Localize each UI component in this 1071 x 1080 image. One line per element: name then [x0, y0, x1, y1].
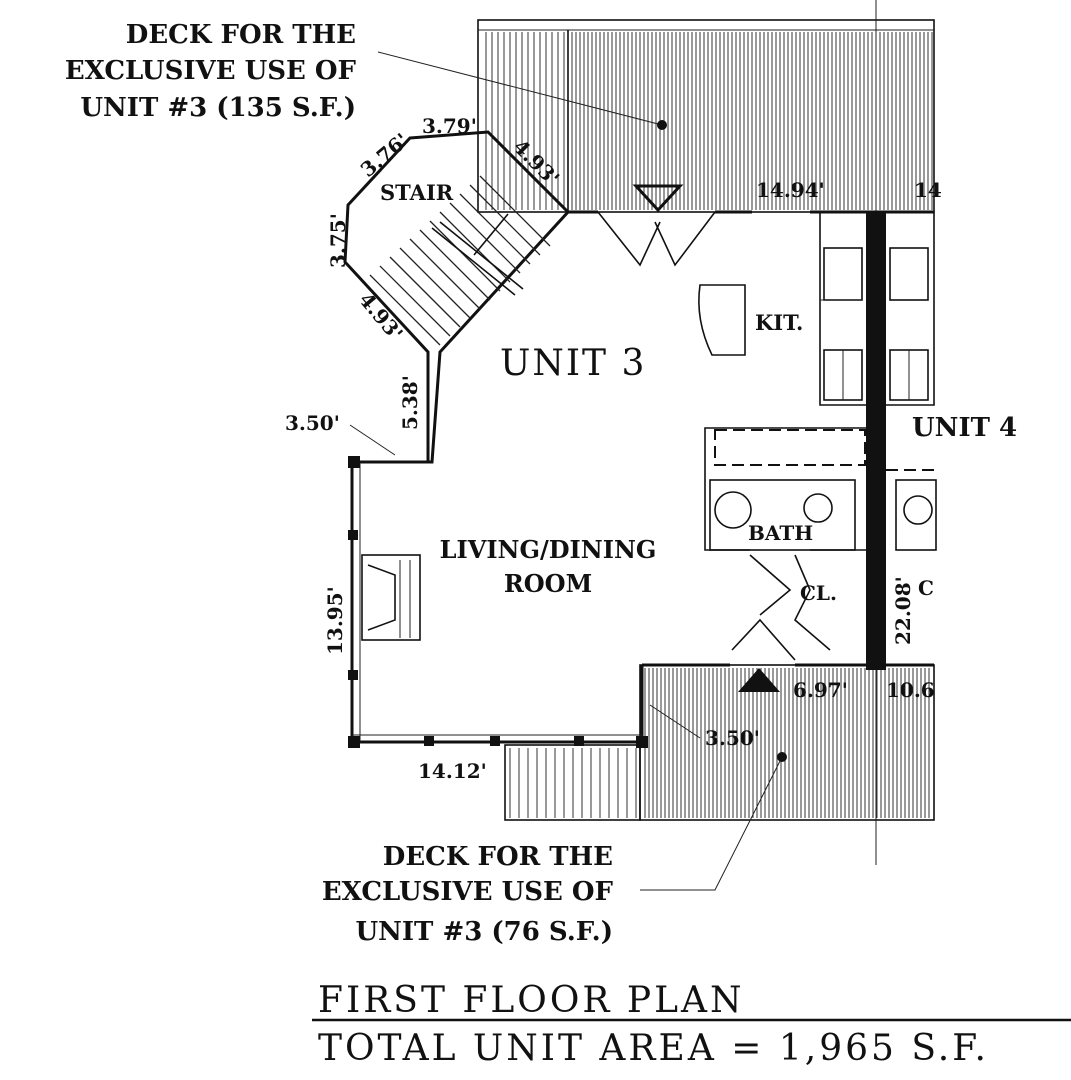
deck-top-label-line2: EXCLUSIVE USE OF: [65, 56, 357, 86]
bath-label: BATH: [748, 521, 813, 545]
dim-10-6: 10.6: [886, 678, 935, 702]
unit3-label: UNIT 3: [500, 343, 646, 384]
dim-3-75: 3.75': [326, 213, 350, 268]
dim-13-95: 13.95': [323, 586, 347, 655]
kitchen-label: KIT.: [755, 310, 803, 335]
dim-14-12: 14.12': [418, 759, 487, 783]
door-marker-bottom: [738, 668, 780, 692]
dim-3-50-bottom: 3.50': [705, 726, 760, 750]
deck-bottom-label-line3: UNIT #3 (76 S.F.): [355, 917, 613, 947]
living-label-line2: ROOM: [504, 569, 592, 598]
total-area: TOTAL UNIT AREA = 1,965 S.F.: [318, 1028, 989, 1069]
dim-4-93-bottom: 4.93': [354, 288, 408, 345]
title-block: FIRST FLOOR PLAN TOTAL UNIT AREA = 1,965…: [312, 980, 1071, 1069]
door-marker-top: [632, 184, 684, 213]
deck-top-label-line1: DECK FOR THE: [126, 20, 356, 50]
dim-5-38: 5.38': [398, 375, 422, 430]
bath-area: [704, 427, 937, 661]
stair-label: STAIR: [380, 180, 454, 205]
plan-title: FIRST FLOOR PLAN: [318, 980, 745, 1021]
stair-enclosure: [343, 130, 571, 464]
dim-3-79: 3.79': [422, 114, 477, 138]
living-label-line1: LIVING/DINING: [440, 535, 657, 564]
closet-label-unit4: C: [918, 576, 934, 600]
closet-label: CL.: [800, 581, 837, 605]
dim-6-97: 6.97': [793, 678, 848, 702]
deck-bottom-label-line2: EXCLUSIVE USE OF: [322, 877, 614, 907]
leader-lines: [349, 51, 787, 891]
bottom-deck: [504, 664, 935, 821]
deck-bottom-label-line1: DECK FOR THE: [383, 842, 613, 872]
dim-14-94: 14.94': [756, 178, 825, 202]
dim-14-cut: 14: [914, 178, 942, 202]
unit4-label: UNIT 4: [912, 413, 1017, 443]
kitchen: [698, 212, 935, 406]
dim-3-76: 3.76': [356, 128, 413, 182]
dim-22-08: 22.08': [891, 576, 915, 645]
top-deck: [477, 19, 935, 213]
dim-3-50-left: 3.50': [285, 411, 340, 435]
party-wall: [866, 212, 886, 670]
deck-top-label-line3: UNIT #3 (135 S.F.): [80, 93, 356, 123]
fireplace: [361, 554, 421, 641]
